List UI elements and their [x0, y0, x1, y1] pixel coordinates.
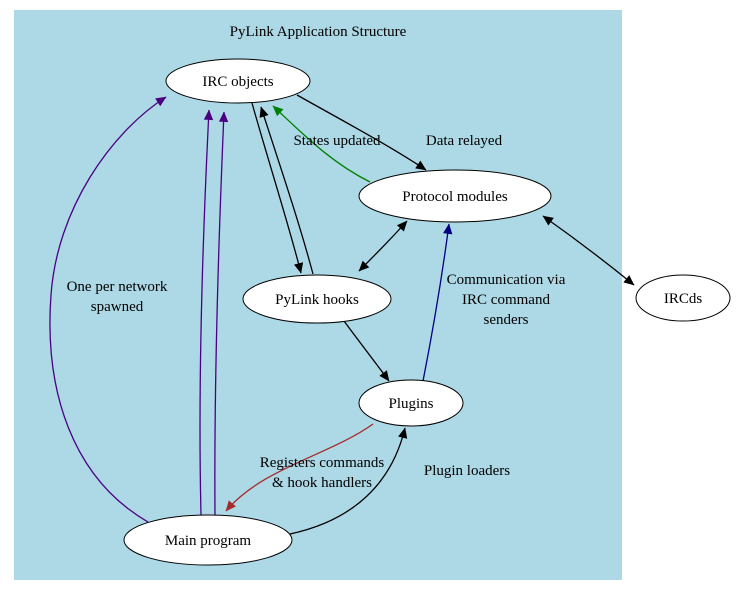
edge-irc-to-protocol [296, 94, 427, 171]
edge-main-to-plugins [289, 427, 408, 535]
node-plugins-shape [358, 379, 464, 427]
edge-plugins-to-protocol [422, 223, 453, 382]
edge-label-states-updated: States updated [293, 133, 381, 149]
node-irc-objects: IRC objects [165, 58, 311, 104]
node-protocol-modules-shape [358, 169, 552, 223]
edge-label-registers-line2: & hook handlers [272, 475, 372, 491]
node-pylink-hooks-label: PyLink hooks [275, 292, 359, 308]
node-irc-objects-shape [165, 58, 311, 104]
node-ircds-label: IRCds [664, 291, 703, 307]
node-ircds-shape [635, 274, 731, 322]
edge-protocol-hooks [358, 220, 408, 272]
edge-protocol-to-irc [272, 105, 371, 183]
node-plugins-label: Plugins [388, 396, 433, 412]
edge-protocol-ircds [542, 215, 635, 286]
edge-irc-to-hooks [251, 102, 304, 274]
node-ircds: IRCds [635, 274, 731, 322]
node-irc-objects-label: IRC objects [202, 74, 273, 90]
edge-main-to-irc-3 [214, 111, 229, 516]
node-pylink-hooks-shape [242, 274, 392, 324]
node-protocol-modules-label: Protocol modules [402, 189, 508, 205]
node-main-program: Main program [123, 514, 293, 566]
edge-main-to-irc-2 [199, 109, 214, 516]
diagram-title: PyLink Application Structure [230, 24, 407, 40]
node-plugins: Plugins [358, 379, 464, 427]
edge-plugins-to-main [225, 423, 374, 512]
node-main-program-label: Main program [165, 533, 252, 549]
node-main-program-shape [123, 514, 293, 566]
edge-label-communication-line3: senders [484, 312, 529, 328]
edge-label-communication-line2: IRC command [462, 292, 550, 308]
edge-main-to-irc-1 [49, 96, 167, 523]
edge-hooks-to-irc [259, 106, 314, 275]
node-protocol-modules: Protocol modules [358, 169, 552, 223]
edge-label-data-relayed: Data relayed [426, 133, 503, 149]
node-pylink-hooks: PyLink hooks [242, 274, 392, 324]
edge-label-communication-line1: Communication via [447, 272, 566, 288]
edge-hooks-to-plugins [343, 320, 390, 382]
edge-label-plugin-loaders: Plugin loaders [424, 463, 510, 479]
edge-label-one-per-network-line2: spawned [91, 299, 144, 315]
edge-label-one-per-network-line1: One per network [67, 279, 168, 295]
edge-label-registers-line1: Registers commands [260, 455, 385, 471]
